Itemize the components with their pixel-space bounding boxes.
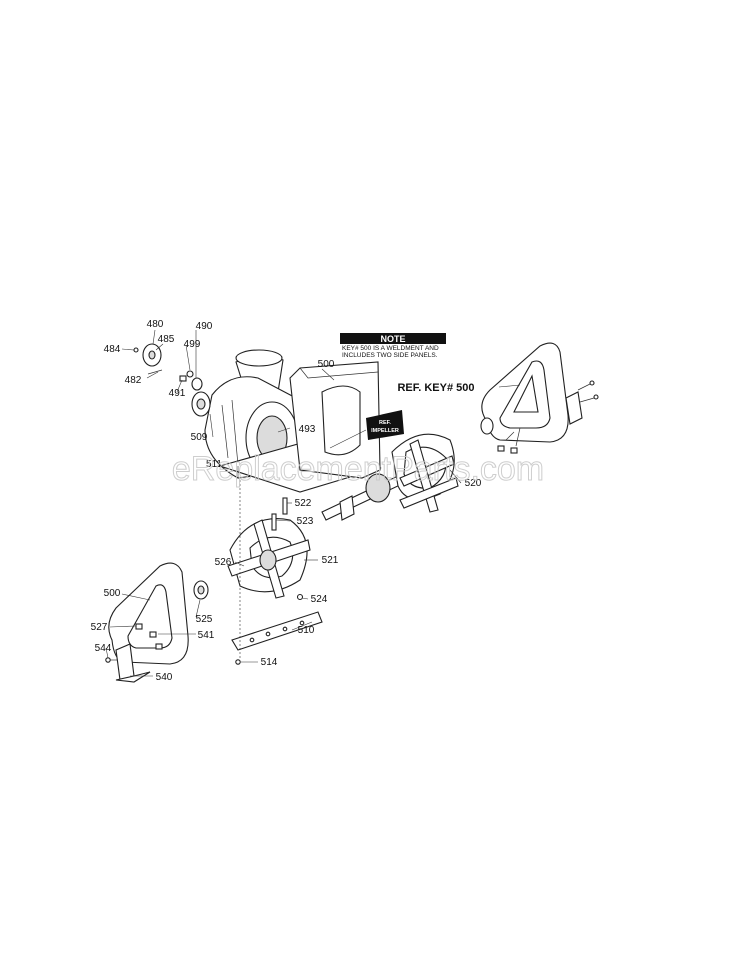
scraper-hole: [265, 631, 271, 637]
nut: [155, 643, 163, 650]
impeller-tag-line-1: REF.: [379, 420, 391, 426]
label-521: 521: [322, 555, 339, 566]
label-540: 540: [156, 672, 173, 683]
left-auger: [227, 518, 311, 599]
label-490: 490: [196, 321, 213, 332]
label-485: 485: [158, 334, 175, 345]
label-500-top: 500: [318, 359, 335, 370]
bolt-514: [235, 659, 241, 665]
right-side-panel: [480, 342, 599, 454]
impeller-tag-leader: [329, 429, 367, 449]
label-523: 523: [297, 516, 314, 527]
label-520: 520: [465, 478, 482, 489]
note-line-2: INCLUDES TWO SIDE PANELS.: [342, 352, 438, 359]
note-line-1: KEY# 500 IS A WELDMENT AND: [342, 345, 439, 352]
right-auger-blade-2: [399, 477, 459, 509]
shaft-coupler: [339, 495, 355, 521]
shear-bolt-523: [271, 513, 277, 531]
label-525: 525: [196, 614, 213, 625]
note-header: [340, 333, 446, 344]
pulley-480-hub: [148, 350, 156, 360]
label-500-left: 500: [104, 588, 121, 599]
label-491: 491: [169, 388, 186, 399]
watermark: eReplacementParts.com: [172, 450, 544, 488]
nut: [497, 445, 505, 452]
right-panel-cutout: [513, 374, 539, 413]
label-526: 526: [215, 557, 232, 568]
housing-panel-edge: [299, 367, 379, 379]
label-ref-key-500: REF. KEY# 500: [397, 382, 474, 394]
shear-bolts: [271, 497, 304, 601]
scraper-bar: [231, 611, 323, 665]
housing-seams: [221, 399, 239, 466]
skid-shoe-foot: [115, 671, 151, 683]
label-524: 524: [311, 594, 328, 605]
left-auger-hub: [259, 549, 277, 571]
label-522: 522: [295, 498, 312, 509]
left-panel-bearing-hub: [197, 585, 205, 595]
scraper-hole: [299, 620, 305, 626]
label-510: 510: [298, 625, 315, 636]
label-493: 493: [299, 424, 316, 435]
chute-opening: [235, 349, 283, 367]
nut: [510, 447, 518, 454]
right-panel-bearing: [480, 417, 494, 435]
gearbox: [365, 473, 391, 503]
note-title: NOTE: [380, 334, 405, 344]
label-480: 480: [147, 319, 164, 330]
label-541: 541: [198, 630, 215, 641]
housing-panel-window: [321, 385, 361, 456]
nut-541: [149, 631, 157, 638]
nut-527: [135, 623, 143, 630]
impeller-tag-bg: [366, 410, 404, 440]
label-499: 499: [184, 339, 201, 350]
left-side-panel: [108, 562, 209, 665]
scraper-bar-plate: [231, 611, 323, 651]
right-skid-shoe: [565, 391, 583, 425]
bolt-544: [105, 657, 111, 663]
bolt-head: [593, 394, 599, 400]
right-panel-bolts: [505, 383, 595, 447]
note-box: NOTE KEY# 500 IS A WELDMENT AND INCLUDES…: [340, 333, 446, 359]
bearing-499: [186, 370, 194, 378]
scraper-hole: [249, 637, 255, 643]
drive-small-parts: [133, 343, 203, 391]
label-484: 484: [104, 344, 121, 355]
label-527: 527: [91, 622, 108, 633]
washer-484: [133, 347, 139, 353]
shear-bolt-522: [282, 497, 288, 515]
pin-482: [147, 369, 163, 375]
rear-bearing-hub: [196, 398, 206, 410]
label-514: 514: [261, 657, 278, 668]
bolt-head: [589, 380, 595, 386]
label-509: 509: [191, 432, 208, 443]
right-auger: [391, 433, 459, 513]
collar-490: [191, 377, 203, 391]
scraper-hole: [282, 626, 288, 632]
leader-lines: [105, 329, 521, 677]
nut-524: [296, 593, 304, 601]
label-544: 544: [95, 643, 112, 654]
part-labels: 480 490 484 485 499 482 491 500 509 493 …: [91, 319, 482, 683]
label-482: 482: [125, 375, 142, 386]
key-491: [179, 375, 187, 382]
ref-impeller-tag: REF. IMPELLER: [329, 410, 404, 449]
impeller-tag-line-2: IMPELLER: [371, 428, 399, 434]
label-511: 511: [206, 459, 222, 470]
